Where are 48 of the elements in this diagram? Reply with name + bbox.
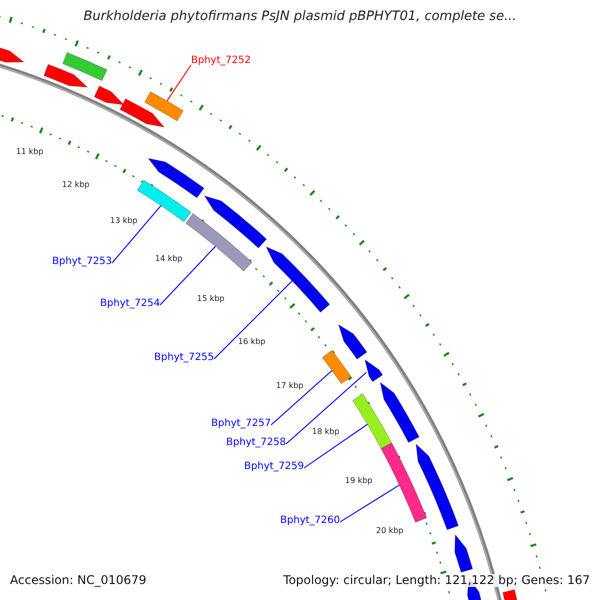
scale-label: 17 kbp: [276, 382, 304, 391]
gene-feature: [322, 350, 352, 384]
map-title: Burkholderia phytofirmans PsJN plasmid pBPHYT01, complete se...: [82, 10, 518, 24]
gene-feature: [416, 444, 459, 530]
gene-feature: [144, 91, 184, 122]
gene-feature: [338, 324, 368, 360]
leader-line: [166, 64, 192, 102]
scale-label: 11 kbp: [16, 148, 44, 157]
leader-line: [214, 280, 293, 360]
accession-text: Accession: NC_010679: [10, 574, 146, 588]
scale-label: 18 kbp: [312, 428, 340, 437]
gene-feature: [94, 86, 124, 106]
leader-line: [304, 424, 368, 468]
gene-label: Bphyt_7254: [100, 298, 160, 309]
gene-feature: [204, 196, 267, 248]
gene-feature: [380, 382, 420, 443]
gene-label: Bphyt_7255: [154, 352, 214, 363]
leader-line: [286, 372, 367, 444]
gene-feature: [380, 442, 427, 523]
gene-label: Bphyt_7260: [280, 515, 340, 526]
gene-label: Bphyt_7253: [52, 256, 112, 267]
scale-label: 20 kbp: [376, 527, 404, 536]
gene-feature: [186, 213, 252, 272]
gene-feature: [0, 44, 24, 63]
leader-line: [112, 205, 162, 264]
gene-feature: [364, 359, 383, 382]
leader-line: [340, 484, 400, 522]
scale-label: 19 kbp: [345, 477, 373, 486]
gene-feature: [148, 158, 204, 198]
scale-label: 16 kbp: [238, 338, 266, 347]
gene-feature: [137, 180, 192, 222]
gene-feature: [120, 98, 164, 128]
scale-label: 12 kbp: [62, 181, 90, 190]
gene-feature: [62, 52, 108, 81]
gene-feature: [454, 534, 473, 573]
gene-label: Bphyt_7259: [244, 461, 304, 472]
summary-text: Topology: circular; Length: 121,122 bp; Genes: 167: [283, 574, 590, 588]
scale-label: 15 kbp: [197, 295, 225, 304]
scale-label: 14 kbp: [155, 255, 183, 264]
gene-feature: [44, 64, 88, 88]
gene-feature: [266, 246, 330, 312]
leader-line: [160, 246, 216, 306]
gene-label: Bphyt_7257: [211, 418, 271, 429]
gene-feature: [352, 394, 392, 449]
leader-line: [270, 370, 333, 426]
scale-label: 13 kbp: [110, 217, 138, 226]
gene-label: Bphyt_7258: [226, 437, 286, 448]
gene-label: Bphyt_7252: [191, 55, 251, 66]
